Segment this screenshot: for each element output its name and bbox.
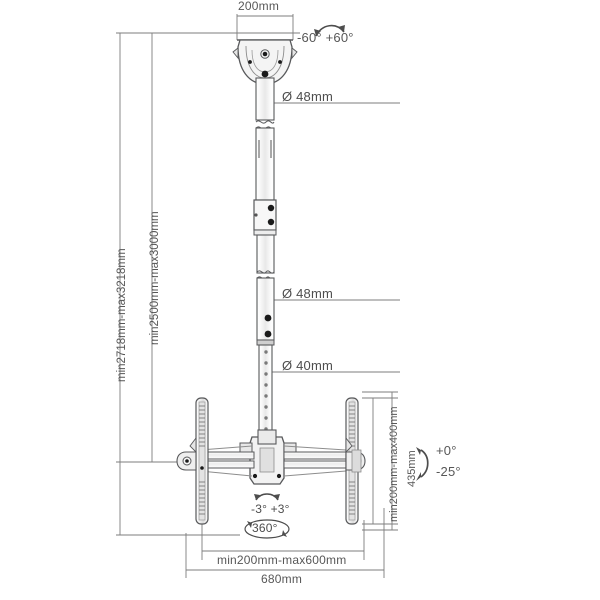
arm-right-upper — [283, 451, 347, 460]
label-total-height-range: min2718mm-max3218mm — [116, 248, 128, 382]
label-diameter-upper: Ø 48mm — [282, 89, 334, 104]
label-bracket-total-width: 680mm — [261, 572, 303, 586]
label-tilt-up: +0° — [436, 443, 457, 458]
ceiling-mount-plate — [232, 39, 298, 85]
tube-mid-upper — [256, 234, 275, 274]
tilt-arc — [420, 449, 429, 478]
dimension-lines — [116, 14, 400, 578]
label-bracket-width-range: min200mm-max600mm — [217, 553, 347, 567]
vesa-rail-left — [176, 397, 209, 525]
tube-upper-lower — [255, 127, 275, 201]
label-roll-angle: -3° +3° — [251, 502, 290, 516]
extension-pole — [253, 77, 277, 441]
label-bracket-height-range: min200mm-max400mm — [388, 406, 400, 522]
roll-arc — [255, 493, 279, 501]
label-tilt-down: -25° — [436, 464, 461, 479]
label-pole-height-range: min2500mm-max3000mm — [149, 211, 161, 345]
label-swivel-angle: -60° +60° — [297, 30, 354, 45]
pole-coupler-lower — [256, 339, 275, 346]
label-bracket-total-height: 435mm — [406, 450, 418, 487]
label-top-plate-width: 200mm — [238, 0, 280, 13]
label-diameter-mid: Ø 48mm — [282, 286, 334, 301]
tube-lower — [258, 344, 273, 441]
hub-collar — [257, 429, 277, 445]
tube-upper-top — [255, 77, 275, 121]
rotation-ellipse — [244, 519, 290, 539]
angle-symbols — [244, 24, 429, 539]
vesa-rail-right — [345, 397, 366, 525]
arm-right-lower — [283, 460, 347, 469]
horizontal-cross-arms — [195, 445, 347, 477]
tube-mid-lower — [256, 277, 275, 341]
rail-left-teeth — [199, 405, 205, 515]
label-rotation-angle: 360° — [252, 521, 278, 535]
label-diameter-lower: Ø 40mm — [282, 358, 334, 373]
